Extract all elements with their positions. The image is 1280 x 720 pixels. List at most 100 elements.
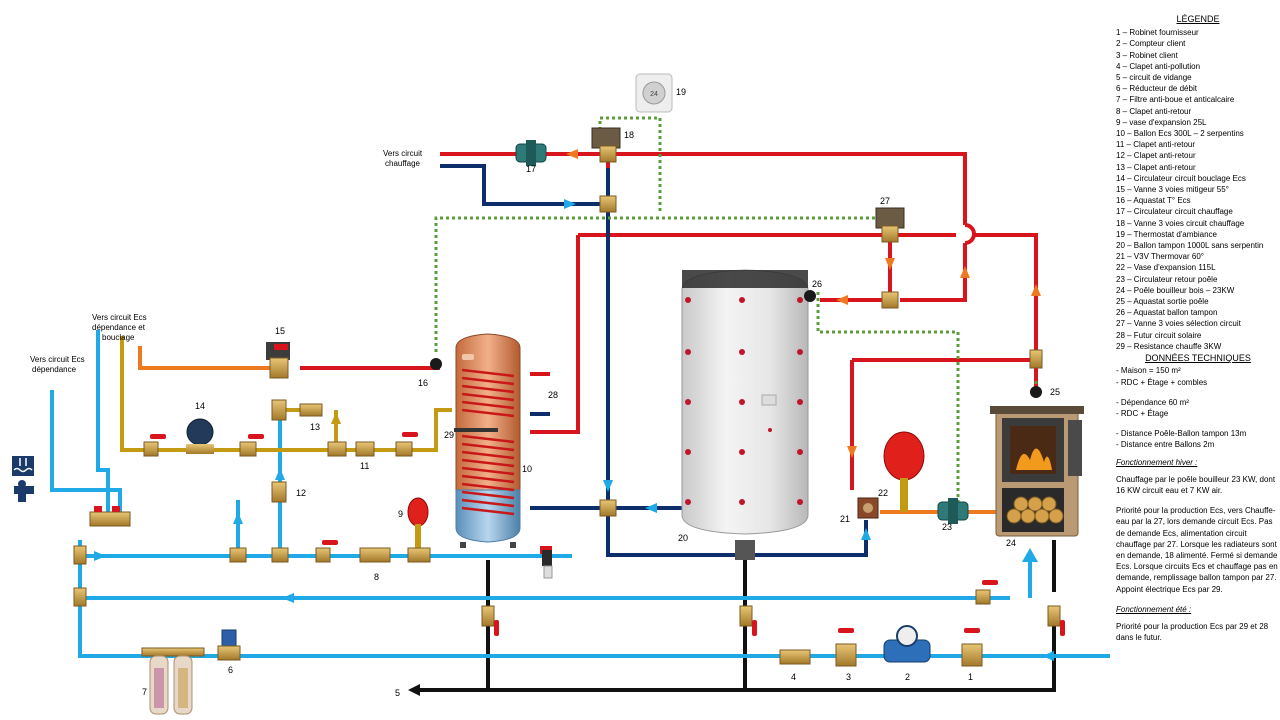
label-dep-bouclage-3: bouclage — [102, 333, 135, 342]
legend-item: 5 – circuit de vidange — [1116, 73, 1192, 83]
legend-item: 2 – Compteur client — [1116, 39, 1186, 49]
legend-item: 20 – Ballon tampon 1000L sans serpentin — [1116, 241, 1264, 251]
legend-item: 11 – Clapet anti-retour — [1116, 140, 1196, 150]
num-14: 14 — [195, 401, 205, 411]
num-6: 6 — [228, 665, 233, 675]
legend-list: 1 – Robinet fournisseur 2 – Compteur cli… — [1116, 27, 1280, 352]
tech-line: - RDC + Étage + combles — [1116, 377, 1208, 387]
legend-item: 17 – Circulateur circuit chauffage — [1116, 207, 1233, 217]
legend-title: LÉGENDE — [1176, 14, 1220, 24]
num-19: 19 — [676, 87, 686, 97]
num-13: 13 — [310, 422, 320, 432]
aquastats — [430, 290, 1042, 398]
num-1: 1 — [968, 672, 973, 682]
legend-item: 13 – Clapet anti-retour — [1116, 162, 1196, 172]
drain-tap — [542, 550, 553, 579]
num-21: 21 — [840, 514, 850, 524]
cold-water-pipes — [50, 330, 1110, 658]
num-11: 11 — [360, 461, 369, 471]
legend-item: 8 – Clapet anti-retour — [1116, 106, 1192, 116]
legend-item: 16 – Aquastat T° Ecs — [1116, 196, 1191, 206]
thermovar-21 — [857, 497, 879, 519]
legend-item: 24 – Poêle bouilleur bois – 23KW — [1116, 285, 1235, 295]
tech-title: DONNÉES TECHNIQUES — [1145, 353, 1251, 364]
legend-item: 3 – Robinet client — [1116, 50, 1178, 60]
num-4: 4 — [791, 672, 796, 682]
legend-item: 22 – Vase d'expansion 115L — [1116, 263, 1216, 273]
drain-arrow — [408, 684, 420, 696]
tech-line: - Dépendance 60 m² — [1116, 397, 1189, 407]
winter-heading: Fonctionnement hiver : — [1116, 457, 1198, 467]
expansion-vessel-25l — [407, 497, 429, 548]
component-numbers: 1 2 3 4 5 6 7 8 9 10 11 12 13 14 15 16 1… — [142, 87, 1060, 698]
water-meter — [883, 625, 931, 663]
num-25: 25 — [1050, 387, 1060, 397]
flow-arrows — [94, 149, 1054, 661]
num-2: 2 — [905, 672, 910, 682]
tech-line: - Distance entre Ballons 2m — [1116, 440, 1215, 450]
num-3: 3 — [846, 672, 851, 682]
winter-paragraph-2: Priorité pour la production Ecs, vers Ch… — [1116, 506, 1278, 594]
wood-stove — [990, 406, 1084, 537]
room-thermostat: 24 — [635, 73, 673, 113]
num-20: 20 — [678, 533, 688, 543]
label-dep-1: Vers circuit Ecs — [30, 355, 85, 364]
legend-item: 27 – Vanne 3 voies sélection circuit — [1116, 319, 1241, 329]
pool-icon — [12, 456, 34, 476]
circulator-17 — [515, 140, 547, 166]
thermostat-display: 24 — [650, 91, 658, 98]
legend-item: 10 – Ballon Ecs 300L – 2 serpentins — [1116, 129, 1244, 139]
buffer-tank — [681, 269, 809, 560]
num-23: 23 — [942, 522, 952, 532]
legend-item: 19 – Thermostat d'ambiance — [1116, 229, 1217, 239]
mixing-valve-15 — [266, 342, 290, 379]
num-5: 5 — [395, 688, 400, 698]
label-dep-bouclage-2: dépendance et — [92, 323, 146, 332]
num-24: 24 — [1006, 538, 1016, 548]
num-27: 27 — [880, 196, 890, 206]
label-heating-1: Vers circuit — [383, 149, 423, 158]
winter-paragraph-1: Chauffage par le poêle bouilleur 23 KW, … — [1116, 474, 1276, 495]
num-17: 17 — [526, 164, 536, 174]
num-15: 15 — [275, 326, 285, 336]
legend-item: 25 – Aquastat sortie poêle — [1116, 297, 1209, 307]
num-22: 22 — [878, 488, 888, 498]
tech-line: - Maison = 150 m² — [1116, 366, 1181, 376]
drain-pipes — [420, 540, 1056, 692]
legend-item: 4 – Clapet anti-pollution — [1116, 61, 1201, 71]
num-16: 16 — [418, 378, 428, 388]
ecs-warm-pipes — [138, 346, 1000, 514]
legend-item: 14 – Circulateur circuit bouclage Ecs — [1116, 173, 1246, 183]
three-way-valve-18 — [591, 127, 621, 163]
legend-item: 7 – Filtre anti-boue et anticalcaire — [1116, 95, 1235, 105]
legend-item: 9 – vase d'expansion 25L — [1116, 117, 1207, 127]
legend-item: 26 – Aquastat ballon tampon — [1116, 308, 1218, 318]
legend-item: 18 – Vanne 3 voies circuit chauffage — [1116, 218, 1245, 228]
num-12: 12 — [296, 488, 306, 498]
summer-heading: Fonctionnement été : — [1116, 604, 1192, 614]
legend-item: 21 – V3V Thermovar 60° — [1116, 252, 1204, 262]
legend-item: 1 – Robinet fournisseur — [1116, 28, 1199, 38]
tap-icon — [14, 480, 34, 502]
circulator-23 — [937, 498, 969, 524]
hot-pipes — [300, 152, 1038, 490]
legend-item: 6 – Réducteur de débit — [1116, 84, 1197, 94]
cold-inlet-arrow — [1022, 548, 1038, 562]
summer-paragraph: Priorité pour la production Ecs par 29 e… — [1116, 621, 1269, 643]
legend-item: 23 – Circulateur retour poêle — [1116, 274, 1218, 284]
legend-item: 12 – Clapet anti-retour — [1116, 151, 1196, 161]
num-10: 10 — [522, 464, 532, 474]
num-29: 29 — [444, 430, 454, 440]
num-28: 28 — [548, 390, 558, 400]
label-dep-2: dépendance — [32, 365, 77, 374]
legend-item: 15 – Vanne 3 voies mitigeur 55° — [1116, 185, 1229, 195]
label-dep-bouclage-1: Vers circuit Ecs — [92, 313, 147, 322]
legend-item: 29 – Resistance chauffe 3KW — [1116, 341, 1222, 351]
num-7: 7 — [142, 687, 147, 697]
three-way-valve-27 — [875, 207, 905, 243]
num-8: 8 — [374, 572, 379, 582]
tech-line: - Distance Poêle-Ballon tampon 13m — [1116, 429, 1247, 439]
circulator-14 — [186, 418, 214, 454]
tech-line: - RDC + Étage — [1116, 408, 1169, 418]
